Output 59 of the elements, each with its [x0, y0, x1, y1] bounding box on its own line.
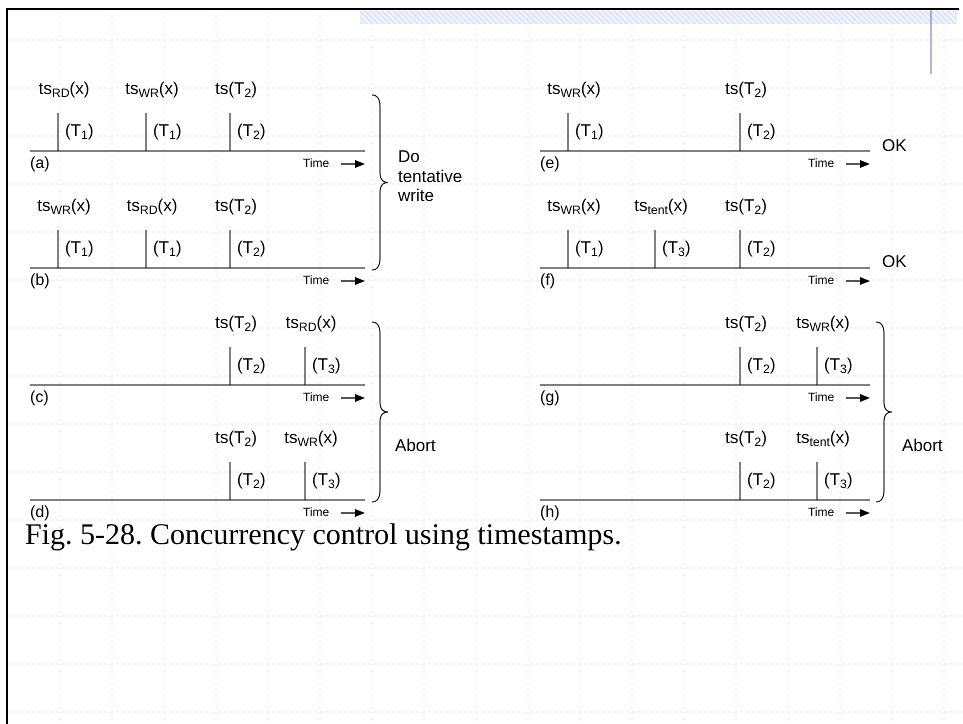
timestamp-label: ts$_{RD}$(x): [38, 79, 90, 100]
transaction-label: (T$_{1}$): [65, 238, 94, 260]
axis-label: Time: [303, 157, 330, 171]
timestamp-label: ts(T$_{2}$): [215, 313, 257, 334]
panel-label: (a): [30, 155, 50, 174]
outcome-note: Do tentative write: [398, 147, 464, 206]
timestamp-label: ts(T$_{2}$): [215, 428, 257, 450]
panel-label: (f): [540, 272, 556, 290]
axis-label: Time: [303, 391, 330, 405]
transaction-label: (T$_{3}$): [312, 355, 341, 376]
outcome-note: Abort: [395, 436, 437, 456]
panel-label: (h): [540, 504, 560, 522]
transaction-label: (T$_{3}$): [662, 238, 691, 260]
outcome-note: OK: [882, 136, 908, 156]
panel-label: (b): [30, 272, 50, 290]
timestamp-label: ts$_{RD}$(x): [126, 196, 178, 218]
panel-label: (e): [540, 155, 560, 174]
outcome-note: Abort: [902, 436, 944, 456]
axis-label: Time: [808, 274, 834, 288]
transaction-label: (T$_{2}$): [237, 470, 266, 492]
timestamp-label: ts(T$_{2}$): [725, 196, 767, 218]
transaction-label: (T$_{2}$): [747, 238, 776, 260]
axis-label: Time: [303, 506, 330, 520]
timestamp-label: ts(T$_{2}$): [215, 196, 257, 218]
timestamp-label: ts$_{WR}$(x): [547, 79, 601, 100]
timestamp-label: ts$_{tent}$(x): [634, 196, 688, 218]
transaction-label: (T$_{1}$): [575, 121, 604, 142]
axis-label: Time: [808, 391, 834, 405]
timestamp-label: ts$_{WR}$(x): [37, 196, 91, 218]
transaction-label: (T$_{3}$): [824, 355, 853, 376]
transaction-label: (T$_{2}$): [747, 121, 776, 142]
timestamp-label: ts(T$_{2}$): [215, 79, 257, 100]
timestamp-label: ts(T$_{2}$): [725, 428, 767, 450]
timestamp-label: ts$_{WR}$(x): [547, 196, 601, 218]
panel-label: (d): [30, 504, 50, 522]
panel-label: (g): [540, 389, 560, 408]
transaction-label: (T$_{1}$): [65, 121, 94, 142]
transaction-label: (T$_{3}$): [312, 470, 341, 492]
timestamp-label: ts$_{WR}$(x): [125, 79, 179, 100]
transaction-label: (T$_{1}$): [153, 238, 182, 260]
axis-label: Time: [808, 157, 834, 171]
transaction-label: (T$_{1}$): [153, 121, 182, 142]
timestamp-label: ts$_{tent}$(x): [796, 428, 850, 450]
timestamp-label: ts$_{WR}$(x): [284, 428, 338, 450]
transaction-label: (T$_{2}$): [237, 355, 266, 376]
transaction-label: (T$_{2}$): [237, 238, 266, 260]
timestamp-label: ts(T$_{2}$): [725, 313, 767, 334]
axis-label: Time: [303, 274, 330, 288]
outcome-note: OK: [882, 252, 908, 272]
transaction-label: (T$_{2}$): [747, 470, 776, 492]
transaction-label: (T$_{1}$): [575, 238, 604, 260]
transaction-label: (T$_{3}$): [824, 470, 853, 492]
timestamp-label: ts(T$_{2}$): [725, 79, 767, 100]
transaction-label: (T$_{2}$): [237, 121, 266, 142]
timestamp-label: ts$_{RD}$(x): [286, 313, 336, 334]
axis-label: Time: [808, 506, 834, 520]
timestamp-label: ts$_{WR}$(x): [796, 313, 850, 334]
transaction-label: (T$_{2}$): [747, 355, 776, 376]
panel-label: (c): [30, 389, 49, 408]
